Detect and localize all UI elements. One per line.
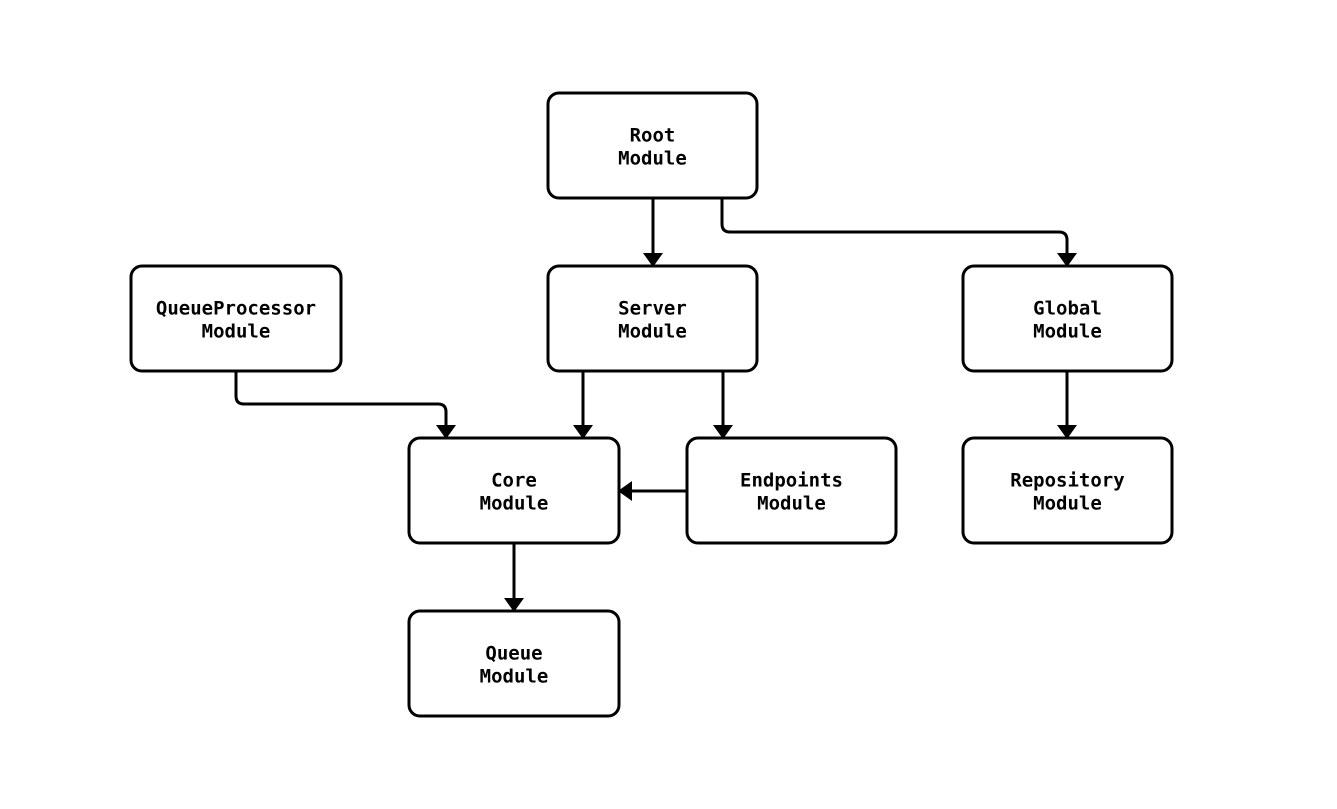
node-server-label-line2: Module (618, 321, 687, 343)
node-server-label-line1: Server (618, 298, 687, 320)
node-endpoints-label-line2: Module (757, 493, 826, 515)
node-core-label-line2: Module (480, 493, 549, 515)
node-global-module: Global Module (961, 264, 1174, 373)
node-queueprocessor-label-line2: Module (202, 321, 271, 343)
node-root-module: Root Module (546, 91, 759, 200)
node-queueprocessor-box (129, 264, 343, 373)
node-core-module: Core Module (407, 436, 621, 545)
node-root-box (546, 91, 759, 200)
node-queue-module: Queue Module (407, 609, 621, 718)
node-server-module: Server Module (546, 264, 759, 373)
nodes-layer: Root Module QueueProcessor Module Server… (129, 91, 1174, 718)
node-repository-label-line2: Module (1033, 493, 1102, 515)
node-global-label-line1: Global (1033, 298, 1102, 320)
node-repository-box (961, 436, 1174, 545)
node-root-label-line1: Root (630, 125, 676, 147)
node-repository-label-line1: Repository (1010, 470, 1124, 492)
node-core-label-line1: Core (491, 470, 537, 492)
node-repository-module: Repository Module (961, 436, 1174, 545)
node-root-label-line2: Module (618, 148, 687, 170)
edge-queueprocessor-to-core (234, 371, 456, 439)
node-global-label-line2: Module (1033, 321, 1102, 343)
node-queueprocessor-label-line1: QueueProcessor (156, 298, 316, 320)
node-endpoints-module: Endpoints Module (685, 436, 898, 545)
node-queueprocessor-module: QueueProcessor Module (129, 264, 343, 373)
edges-layer (234, 198, 1077, 612)
node-global-box (961, 264, 1174, 373)
node-queue-label-line1: Queue (485, 643, 542, 665)
node-server-box (546, 264, 759, 373)
edge-root-to-global (720, 198, 1077, 267)
node-queue-label-line2: Module (480, 666, 549, 688)
node-endpoints-label-line1: Endpoints (740, 470, 843, 492)
node-queue-box (407, 609, 621, 718)
node-core-box (407, 436, 621, 545)
node-endpoints-box (685, 436, 898, 545)
